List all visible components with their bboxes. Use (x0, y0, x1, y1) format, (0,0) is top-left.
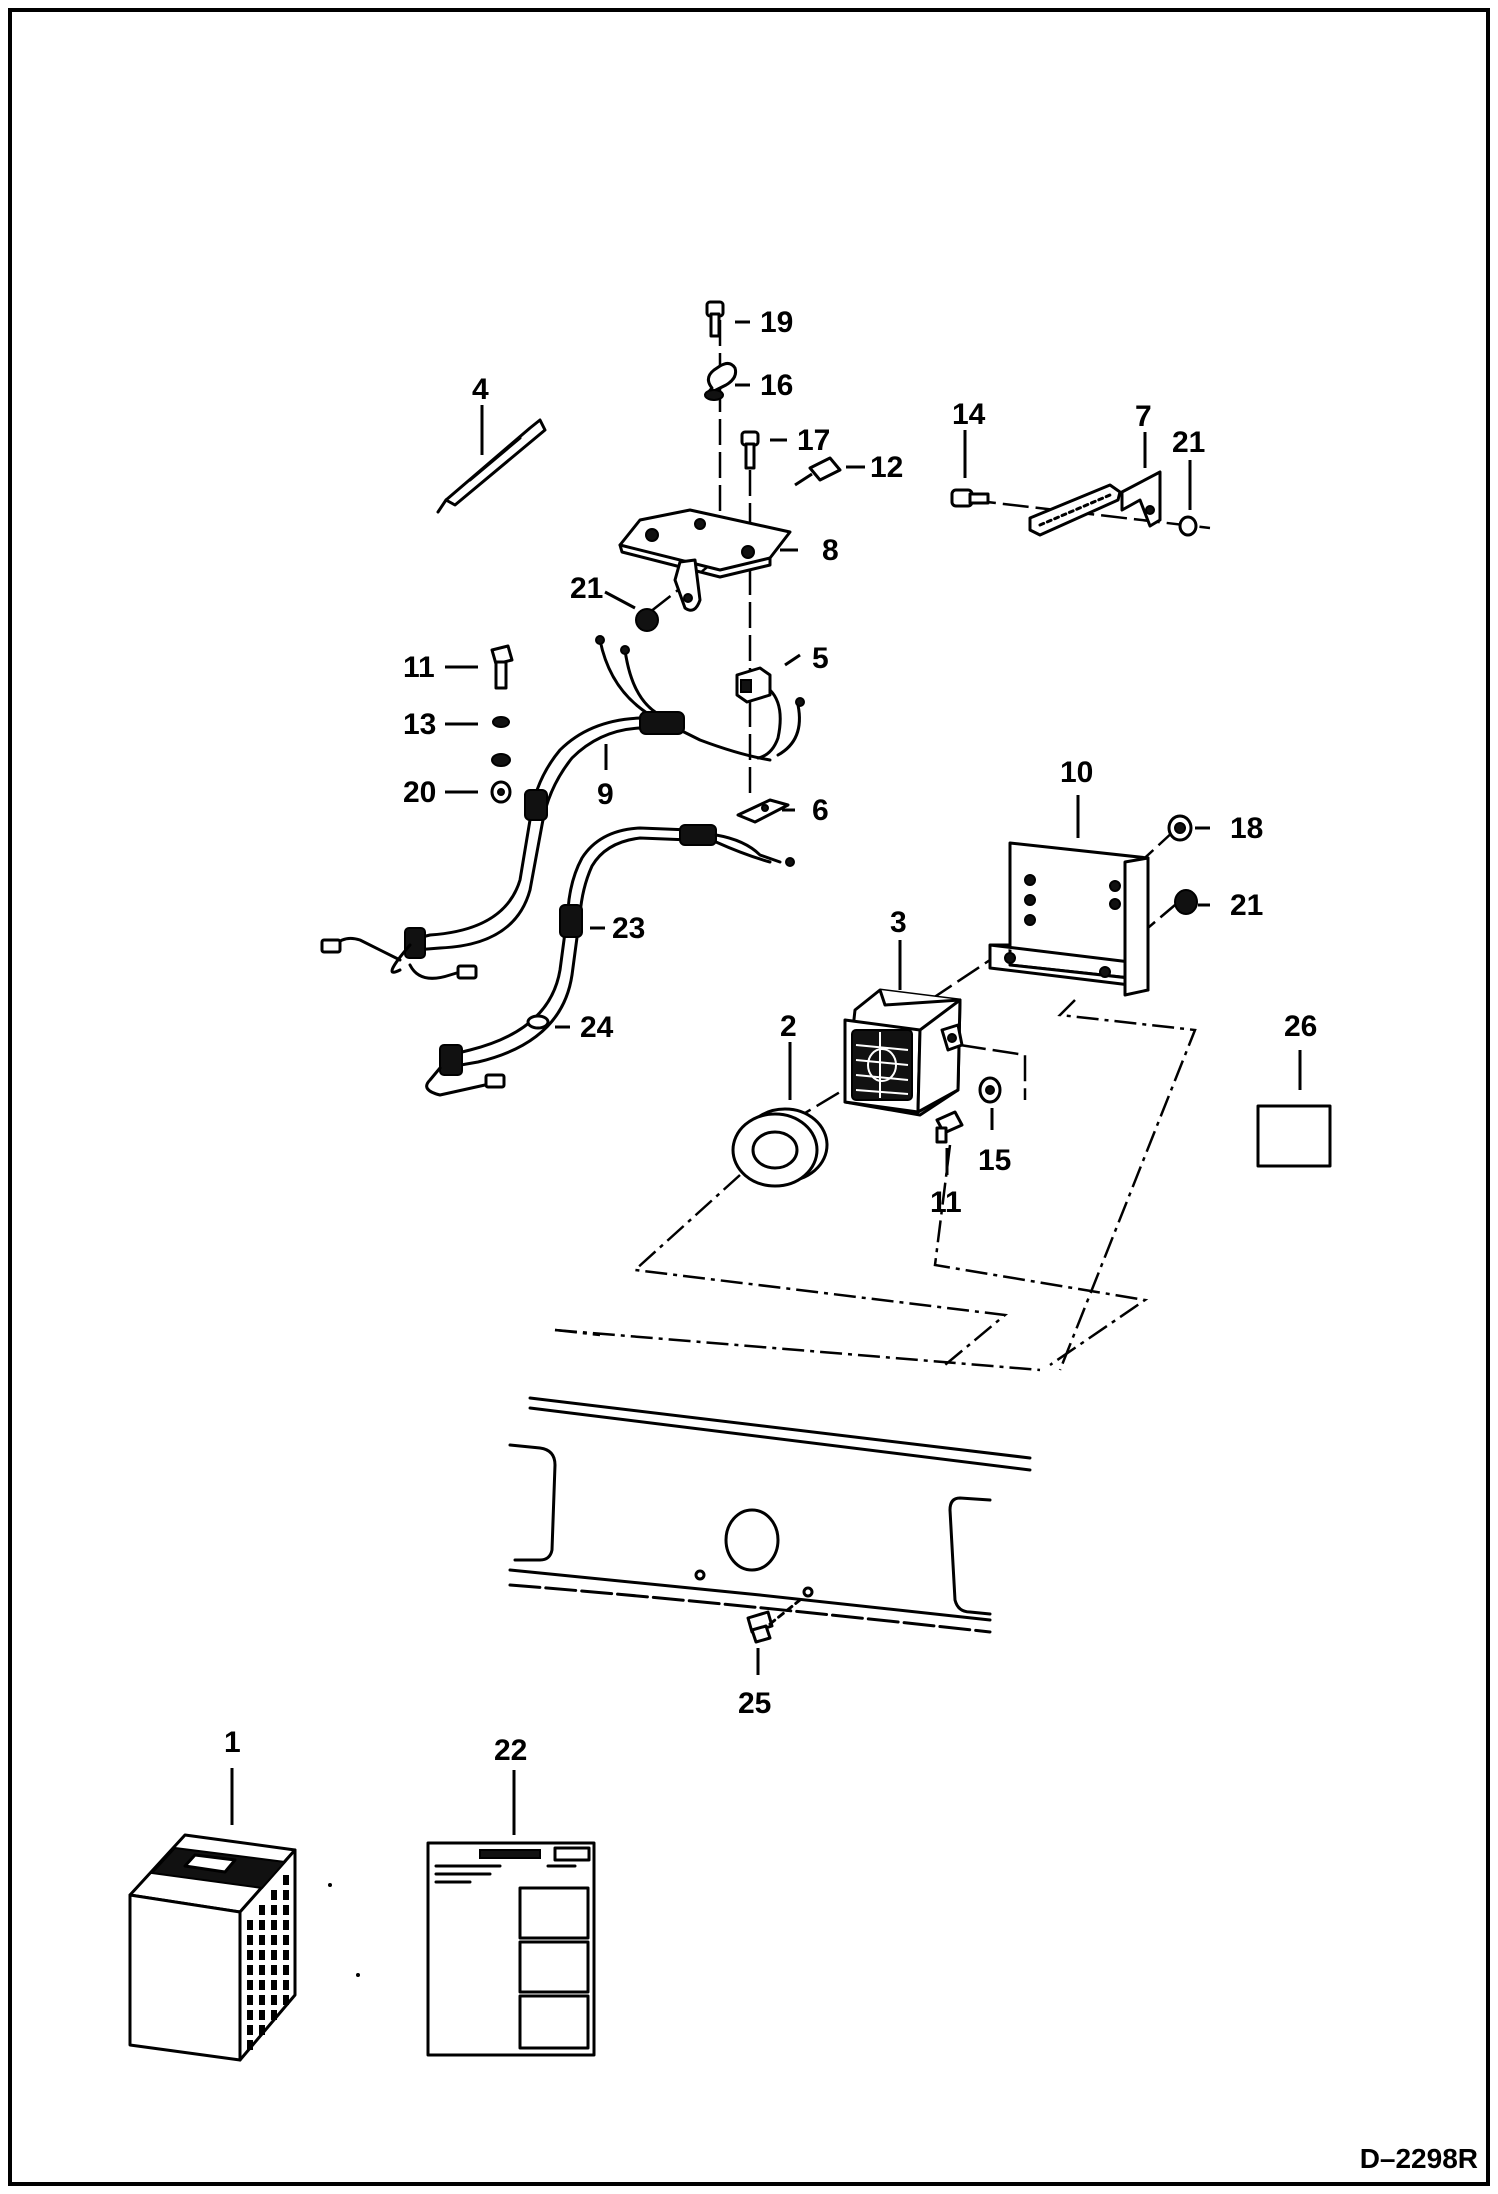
part-4-cable-tie (436, 418, 547, 514)
part-25-bolt (746, 1598, 802, 1644)
callout-8: 8 (822, 534, 839, 567)
callout-10: 10 (1060, 756, 1093, 789)
callout-13: 13 (403, 708, 436, 741)
alarm-grille (851, 1029, 913, 1101)
callout-labels: 19 16 17 12 8 4 14 7 21 21 5 11 13 20 9 … (224, 306, 1317, 1767)
callout-17: 17 (797, 424, 830, 457)
part-23-harness (425, 824, 795, 1097)
callout-7: 7 (1135, 400, 1152, 433)
part-8-mount-plate (618, 508, 792, 612)
part-21-nut-top (1178, 515, 1198, 537)
carton-stripes (149, 1846, 289, 2050)
callout-24: 24 (580, 1011, 614, 1044)
callout-14: 14 (952, 398, 986, 431)
callout-19: 19 (760, 306, 793, 339)
callout-26: 26 (1284, 1010, 1317, 1043)
callout-21-right: 21 (1230, 889, 1263, 922)
callout-6: 6 (812, 794, 829, 827)
callout-25: 25 (738, 1687, 771, 1720)
part-3-backup-alarm (843, 988, 964, 1117)
callout-16: 16 (760, 369, 793, 402)
machine-rear-panel (508, 1396, 1032, 1634)
part-11-bolt-left (490, 644, 514, 690)
callout-1: 1 (224, 1726, 241, 1759)
part-11-bolt-right (935, 1110, 964, 1144)
part-7-bracket (1120, 470, 1162, 528)
callout-2: 2 (780, 1010, 797, 1043)
part-13-washer (492, 716, 510, 728)
part-26-decal (1256, 1104, 1332, 1168)
callout-11-left: 11 (403, 651, 435, 684)
callout-12: 12 (870, 451, 903, 484)
part-21-nut-right (1174, 889, 1198, 915)
callout-3: 3 (890, 906, 907, 939)
part-14-screw (950, 488, 990, 508)
dot-marker (328, 1883, 332, 1887)
part-18-nut (1167, 814, 1193, 842)
page-border (8, 8, 1490, 2186)
part-strip-resistor (1028, 483, 1122, 537)
callout-15: 15 (978, 1144, 1011, 1177)
leader-lines (230, 320, 1302, 1835)
callout-23: 23 (612, 912, 645, 945)
part-2-grommet (731, 1107, 829, 1188)
part-16-clamp (704, 361, 738, 401)
callout-22: 22 (494, 1734, 527, 1767)
part-24-cap (526, 1014, 550, 1030)
part-19-bolt (705, 300, 725, 338)
part-22-instruction-sheet (426, 1841, 596, 2057)
part-6-plate (736, 798, 790, 824)
part-1-carton (128, 1833, 297, 2062)
callout-21-center: 21 (570, 572, 603, 605)
callout-9: 9 (597, 778, 614, 811)
callout-18: 18 (1230, 812, 1263, 845)
callout-20: 20 (403, 776, 436, 809)
part-9-harness (320, 635, 772, 980)
callout-21-top: 21 (1172, 426, 1205, 459)
part-21-nut-center (635, 608, 659, 632)
dot-marker (356, 1973, 360, 1977)
part-12-screw (794, 456, 842, 487)
part-10-bracket (988, 841, 1150, 997)
part-15-nut (978, 1076, 1002, 1104)
part-20-nut (490, 780, 512, 804)
drawing-code: D–2298R (1360, 2143, 1478, 2174)
callout-11-right: 11 (930, 1186, 962, 1219)
callout-5: 5 (812, 642, 829, 675)
part-5-relay (735, 666, 805, 760)
part-washer-mid (491, 753, 511, 767)
part-17-bolt (740, 430, 760, 470)
callout-4: 4 (472, 373, 489, 406)
